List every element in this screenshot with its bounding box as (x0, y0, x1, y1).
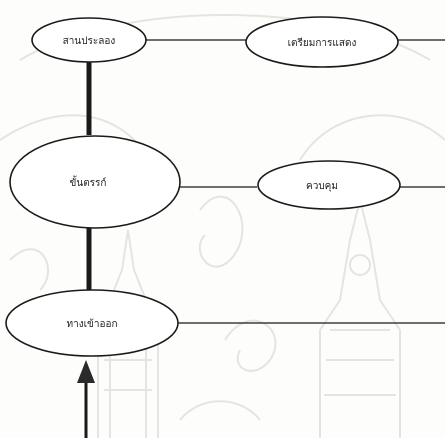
node-n1-shape (31, 17, 147, 63)
node-n2-label: เตรียมการแสดง (288, 37, 357, 49)
node-n2: เตรียมการแสดง (245, 16, 399, 68)
watermark-seal (0, 14, 445, 438)
node-n5-shape (5, 289, 179, 357)
node-n3-label: ขั้นตรรก์ (70, 175, 107, 189)
node-n4-label: ควบคุม (306, 181, 338, 192)
node-n5-label: ทางเข้าออก (66, 318, 117, 330)
node-n5: ทางเข้าออก (5, 289, 179, 357)
node-n3: ขั้นตรรก์ (9, 135, 181, 229)
node-n2-shape (245, 16, 399, 68)
node-n4: ควบคุม (257, 160, 401, 210)
node-n1-label: สานประลอง (63, 36, 116, 47)
node-n1: สานประลอง (31, 17, 147, 63)
edges (77, 39, 445, 438)
arrowhead-incoming-n5 (77, 360, 95, 383)
node-n4-shape (257, 160, 401, 210)
node-n3-shape (9, 135, 181, 229)
